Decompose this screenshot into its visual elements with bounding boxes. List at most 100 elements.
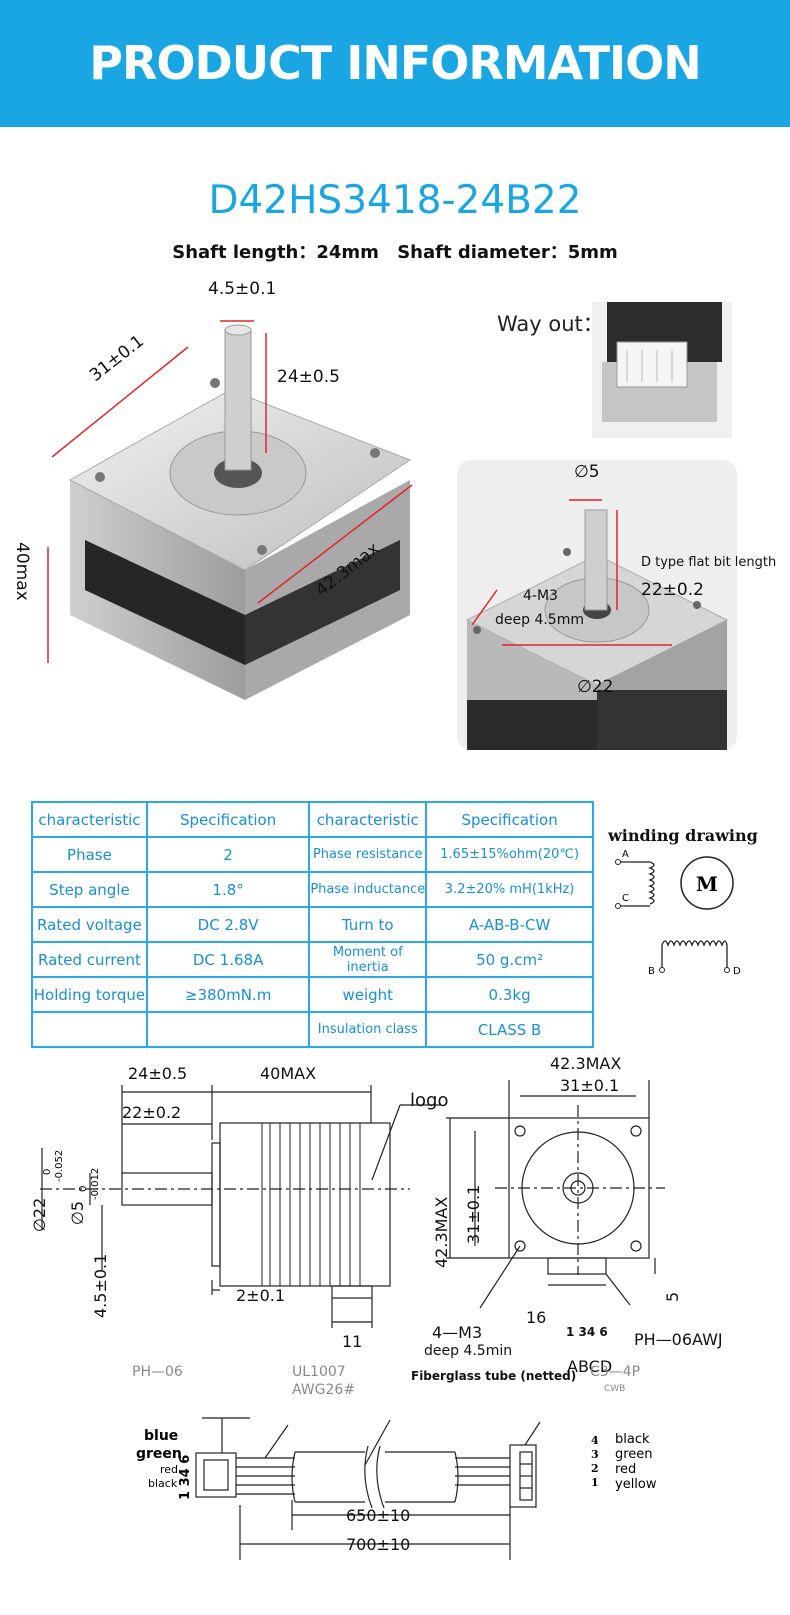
left-pin-numbers: 1 34 6 bbox=[178, 1454, 193, 1500]
front-31-vertical: 31±0.1 bbox=[464, 1184, 483, 1244]
table-row: Phase 2 Phase resistance 1.65±15%ohm(20℃… bbox=[31, 836, 594, 873]
table-cell: 50 g.cm² bbox=[425, 941, 594, 978]
body-height-dim: 40max bbox=[12, 542, 32, 601]
table-cell: CLASS B bbox=[425, 1011, 594, 1048]
table-cell: DC 1.68A bbox=[145, 941, 311, 978]
table-cell: Turn to bbox=[308, 906, 428, 943]
right-pin-2: 2 bbox=[591, 1462, 599, 1475]
front-42-3-vertical: 42.3MAX bbox=[432, 1196, 451, 1268]
dim-4-5: 4.5±0.1 bbox=[91, 1253, 110, 1318]
table-cell bbox=[31, 1011, 148, 1048]
phi22-tol-dn: -0.052 bbox=[54, 1149, 65, 1182]
shaft-diameter: Shaft diameter：5mm bbox=[397, 242, 618, 263]
spec-table: characteristic Specification characteris… bbox=[31, 801, 594, 1048]
motor-symbol: M bbox=[696, 872, 718, 896]
table-cell: Rated voltage bbox=[31, 906, 148, 943]
table-cell bbox=[145, 1011, 311, 1048]
phi22-tol-up: 0 bbox=[42, 1168, 53, 1175]
table-cell: Specification bbox=[425, 801, 594, 838]
winding-diagram: M A C B D bbox=[615, 849, 741, 977]
wire-red: red bbox=[160, 1463, 179, 1476]
table-cell: Rated current bbox=[31, 941, 148, 978]
awg-label: AWG26# bbox=[292, 1382, 356, 1398]
dim-16: 16 bbox=[526, 1308, 547, 1327]
logo-label: logo bbox=[410, 1090, 449, 1111]
m3-depth: deep 4.5min bbox=[424, 1343, 513, 1359]
table-row: Step angle 1.8° Phase inductance 3.2±20%… bbox=[31, 871, 594, 908]
phi22-dim: ∅22 bbox=[30, 1197, 49, 1232]
dim-11: 11 bbox=[342, 1332, 363, 1351]
front-31: 31±0.1 bbox=[560, 1076, 620, 1095]
model-number: D42HS3418-24B22 bbox=[208, 178, 582, 223]
table-cell: characteristic bbox=[31, 801, 148, 838]
connector-photo bbox=[592, 302, 732, 438]
motor-photo bbox=[47, 320, 413, 700]
shaft-height-dim: 24±0.5 bbox=[277, 367, 340, 387]
table-cell: A-AB-B-CW bbox=[425, 906, 594, 943]
m3-thread: 4—M3 bbox=[432, 1323, 483, 1342]
right-pin-1: 1 bbox=[591, 1476, 599, 1489]
table-cell: Holding torque bbox=[31, 976, 148, 1013]
dim-40: 40MAX bbox=[260, 1064, 317, 1083]
shaft-summary: Shaft length：24mm Shaft diameter：5mm bbox=[0, 238, 790, 264]
table-cell: Insulation class bbox=[308, 1011, 428, 1048]
cwb-label: CWB bbox=[604, 1384, 626, 1394]
page-title: PRODUCT INFORMATION bbox=[89, 36, 701, 90]
table-row: Holding torque ≥380mN.m weight 0.3kg bbox=[31, 976, 594, 1013]
table-cell: 0.3kg bbox=[425, 976, 594, 1013]
winding-c: C bbox=[622, 893, 629, 904]
winding-b: B bbox=[648, 966, 655, 977]
phi5-tol-dn: -0.012 bbox=[90, 1167, 101, 1200]
table-row: characteristic Specification characteris… bbox=[31, 801, 594, 838]
phi5-dim: ∅5 bbox=[68, 1200, 87, 1225]
shaft-width-dim: 4.5±0.1 bbox=[208, 279, 277, 299]
table-cell: 2 bbox=[145, 836, 311, 873]
length-700: 700±10 bbox=[346, 1535, 411, 1554]
flat-value: 22±0.2 bbox=[641, 580, 704, 600]
table-cell: 1.65±15%ohm(20℃) bbox=[425, 836, 594, 873]
header-banner: PRODUCT INFORMATION bbox=[0, 0, 790, 127]
table-cell: Phase resistance bbox=[308, 836, 428, 873]
wire-black: black bbox=[148, 1477, 178, 1490]
ul-label: UL1007 bbox=[292, 1364, 346, 1380]
table-row: Rated current DC 1.68A Moment of inertia… bbox=[31, 941, 594, 978]
table-cell: characteristic bbox=[308, 801, 428, 838]
table-cell: Phase bbox=[31, 836, 148, 873]
winding-a: A bbox=[622, 849, 629, 860]
shaft-dia-dim: ∅5 bbox=[574, 462, 600, 482]
right-connector-label: C3—4P bbox=[590, 1364, 641, 1380]
winding-title: winding drawing bbox=[608, 826, 758, 845]
table-cell: Moment of inertia bbox=[308, 941, 428, 978]
thread-depth: deep 4.5mm bbox=[495, 612, 584, 628]
table-cell: ≥380mN.m bbox=[145, 976, 311, 1013]
boss-dia-dim: ∅22 bbox=[577, 677, 614, 697]
table-row: Insulation class CLASS B bbox=[31, 1011, 594, 1048]
table-row: Rated voltage DC 2.8V Turn to A-AB-B-CW bbox=[31, 906, 594, 943]
dim-22: 22±0.2 bbox=[122, 1103, 182, 1122]
phi5-tol-up: 0 bbox=[78, 1185, 89, 1192]
right-wire-red: red bbox=[615, 1462, 637, 1477]
right-wire-black: black bbox=[615, 1432, 650, 1447]
table-cell: Phase inductance bbox=[308, 871, 428, 908]
table-cell: 1.8° bbox=[145, 871, 311, 908]
detail-photo bbox=[457, 460, 737, 750]
right-wire-green: green bbox=[615, 1447, 653, 1462]
wire-blue: blue bbox=[144, 1428, 179, 1444]
front-42-3: 42.3MAX bbox=[550, 1054, 622, 1073]
dim-2: 2±0.1 bbox=[236, 1286, 286, 1305]
pin-numbers: 1 34 6 bbox=[566, 1325, 608, 1339]
table-cell: weight bbox=[308, 976, 428, 1013]
right-pin-4: 4 bbox=[591, 1434, 599, 1447]
way-out-label: Way out： bbox=[497, 312, 604, 336]
table-cell: DC 2.8V bbox=[145, 906, 311, 943]
wire-green: green bbox=[136, 1446, 182, 1462]
thread-spec: 4-M3 bbox=[523, 588, 558, 604]
dim-24: 24±0.5 bbox=[128, 1064, 188, 1083]
dim-5: 5 bbox=[663, 1291, 682, 1302]
length-650: 650±10 bbox=[346, 1506, 411, 1525]
cable-drawing bbox=[195, 1417, 541, 1560]
table-cell: Specification bbox=[145, 801, 311, 838]
pin-letters: ABCD bbox=[567, 1357, 613, 1376]
flat-label: D type flat bit length bbox=[641, 555, 777, 570]
left-connector-label: PH—06 bbox=[132, 1364, 183, 1380]
